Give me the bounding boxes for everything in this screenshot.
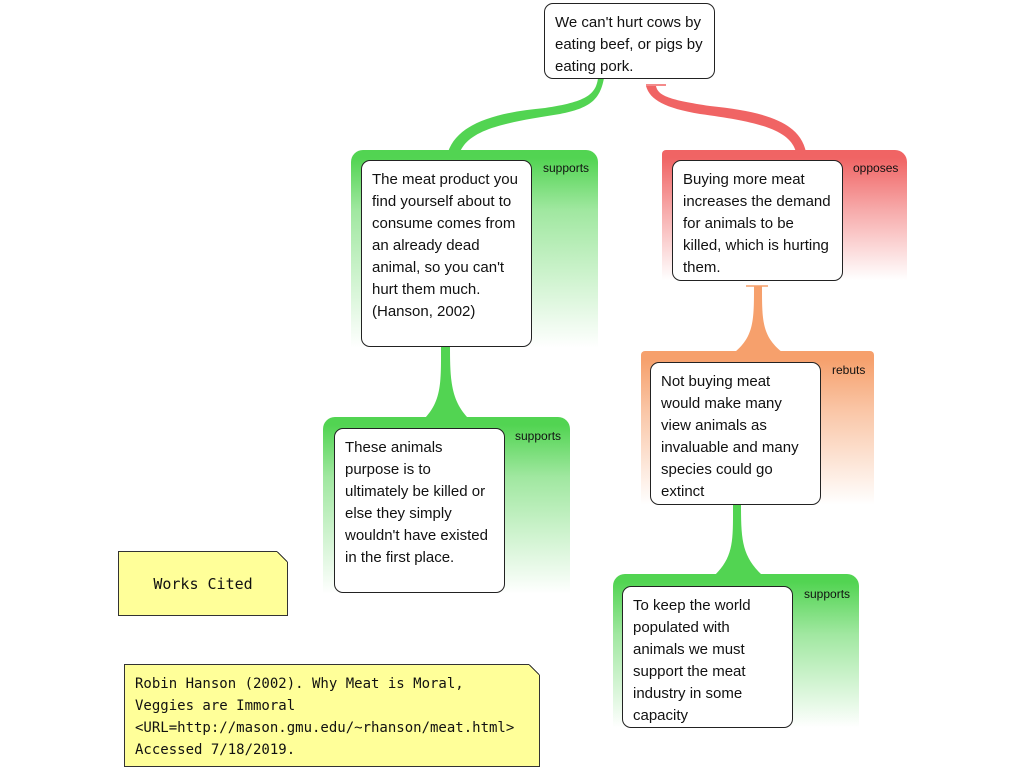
works-cited-note[interactable]: Works Cited — [118, 551, 288, 616]
note-fold-edge-icon — [529, 665, 539, 675]
connector-claim-to-oppose — [646, 86, 806, 152]
support-1a-text: These animals purpose is to ultimately b… — [345, 439, 488, 566]
support-2-text: To keep the world populated with animals… — [633, 597, 751, 724]
citation-text: Robin Hanson (2002). Why Meat is Moral, … — [135, 676, 515, 758]
support-1-box[interactable]: The meat product you find yourself about… — [361, 160, 532, 347]
relation-label-oppose-1: opposes — [853, 161, 899, 175]
relation-label-support-1a: supports — [515, 429, 562, 443]
support-1-text: The meat product you find yourself about… — [372, 171, 518, 320]
note-fold-edge-icon — [277, 552, 287, 562]
support-1a-box[interactable]: These animals purpose is to ultimately b… — [334, 428, 505, 593]
support-2-box[interactable]: To keep the world populated with animals… — [622, 586, 793, 728]
rebut-1-text: Not buying meat would make many view ani… — [661, 373, 799, 500]
relation-label-support-1: supports — [543, 161, 590, 175]
relation-label-rebut-1: rebuts — [832, 363, 866, 377]
claim-text: We can't hurt cows by eating beef, or pi… — [555, 14, 703, 75]
works-cited-label: Works Cited — [153, 574, 253, 593]
connector-claim-to-support — [448, 78, 604, 152]
rebut-1-box[interactable]: Not buying meat would make many view ani… — [650, 362, 821, 505]
claim-box[interactable]: We can't hurt cows by eating beef, or pi… — [544, 3, 715, 79]
citation-note[interactable]: Robin Hanson (2002). Why Meat is Moral, … — [124, 664, 540, 767]
connector-support-to-subsupport — [425, 346, 468, 418]
connector-oppose-to-rebut — [735, 286, 782, 352]
connector-rebut-to-support — [715, 504, 762, 575]
oppose-1-box[interactable]: Buying more meat increases the demand fo… — [672, 160, 843, 281]
oppose-1-text: Buying more meat increases the demand fo… — [683, 171, 831, 276]
relation-label-support-2: supports — [804, 587, 851, 601]
